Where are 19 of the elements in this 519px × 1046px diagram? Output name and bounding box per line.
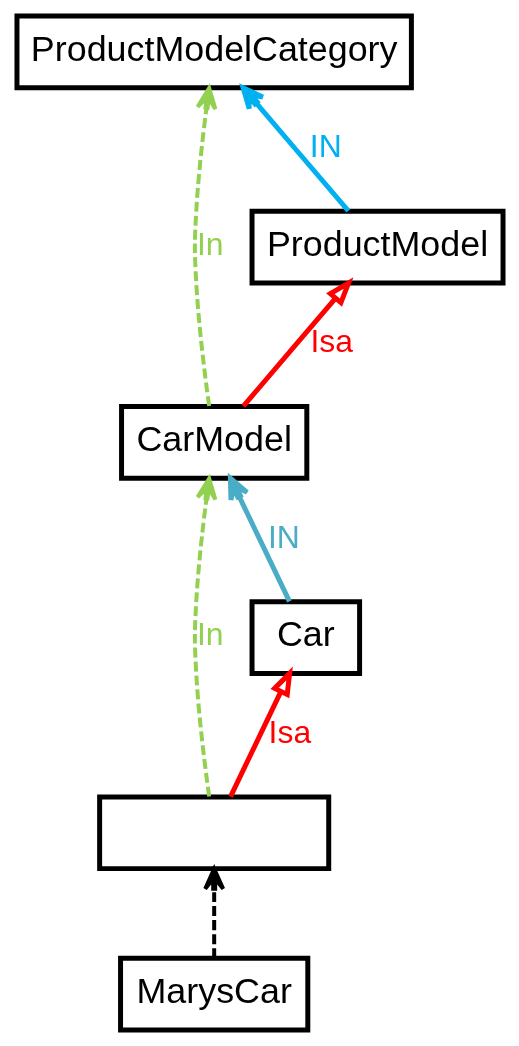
edge-label: Isa: [268, 713, 311, 750]
edge-label: IN: [267, 518, 300, 555]
arrow: [202, 866, 225, 958]
node-box: [96, 794, 331, 872]
arrow: [192, 476, 217, 797]
edge-label: IN: [309, 128, 342, 165]
node-box: CarModel: [118, 403, 309, 481]
edge-label: Isa: [309, 323, 353, 360]
node-box: MarysCar: [117, 955, 310, 1033]
edge-label: In: [196, 616, 223, 653]
arrow: [241, 277, 353, 408]
arrow: [227, 666, 293, 798]
edge-label: In: [196, 225, 223, 262]
arrow: [240, 85, 350, 213]
node-box: Car: [249, 599, 362, 676]
node-box: ProductModel: [249, 208, 505, 286]
arrow: [227, 475, 292, 603]
node-box: ProductModelCategory: [13, 13, 414, 91]
arrow: [192, 86, 217, 407]
